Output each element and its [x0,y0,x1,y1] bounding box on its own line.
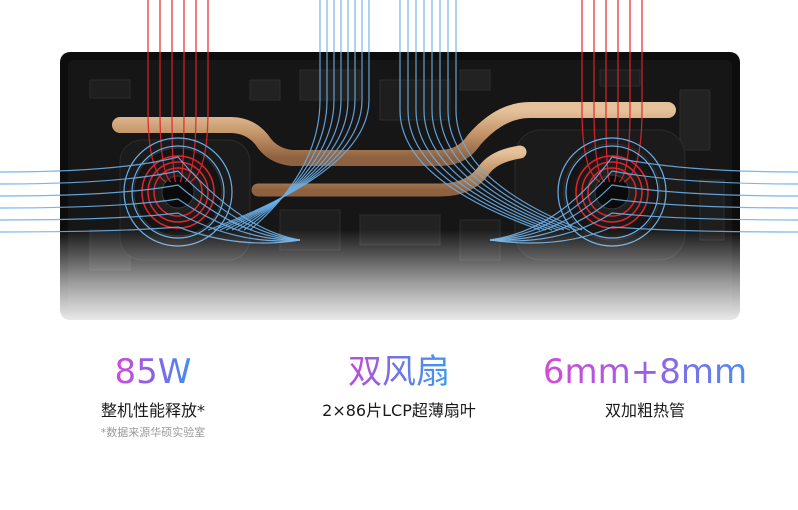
feature-performance: 85W 整机性能释放* *数据来源华硕实验室 [20,350,286,440]
feature-dual-fan: 双风扇 2×86片LCP超薄扇叶 [266,350,532,422]
heat-pipes [112,102,676,197]
cool-air-line [231,0,342,231]
dual-fan-headline: 双风扇 [348,352,450,392]
hot-air-ring [147,161,209,223]
cool-air-line [225,0,349,231]
performance-headline: 85W [114,352,192,392]
fade-overlay [0,230,798,330]
hot-air-line [613,0,619,183]
hot-air-line [605,0,611,183]
performance-caption: 整机性能释放* [100,401,205,420]
feature-heatpipes: 6mm+8mm 双加粗热管 [512,350,778,422]
cool-air-line [407,0,547,231]
board-chip [89,79,131,99]
cool-air-line [249,0,321,231]
cool-air-line [415,0,553,231]
heatpipe-headline: 6mm+8mm [542,352,748,392]
cooling-illustration [0,0,798,330]
board-chip [379,79,451,121]
hot-air-line [171,0,177,183]
cool-air-line [237,0,335,231]
cool-air-line [455,0,583,231]
cool-air-line [0,156,301,241]
hot-air-line [593,0,606,183]
hot-air-ring [575,155,649,229]
hot-air-line [159,0,172,183]
cool-air-line [447,0,577,231]
board-chip [679,89,711,151]
hot-air-line [618,0,631,183]
performance-footnote: *数据来源华硕实验室 [100,426,206,439]
cool-air-line [399,0,541,231]
cool-air-line [213,0,363,231]
cool-air-line [439,0,571,231]
hot-air-ring [153,167,203,217]
cool-air-line [431,0,565,231]
hot-air-line [179,0,185,183]
board-chip [299,69,361,101]
board-chip [459,69,491,91]
hot-air-ring [587,167,637,217]
cool-air-line [207,0,370,231]
cool-air-line [243,0,328,231]
cool-air-line [423,0,559,231]
cool-air-line [219,0,356,231]
hot-air-line [184,0,197,183]
hot-air-ring [141,155,215,229]
dual-fan-caption: 2×86片LCP超薄扇叶 [322,401,476,420]
heatpipe-caption: 双加粗热管 [604,401,685,420]
board-chip [249,79,281,101]
